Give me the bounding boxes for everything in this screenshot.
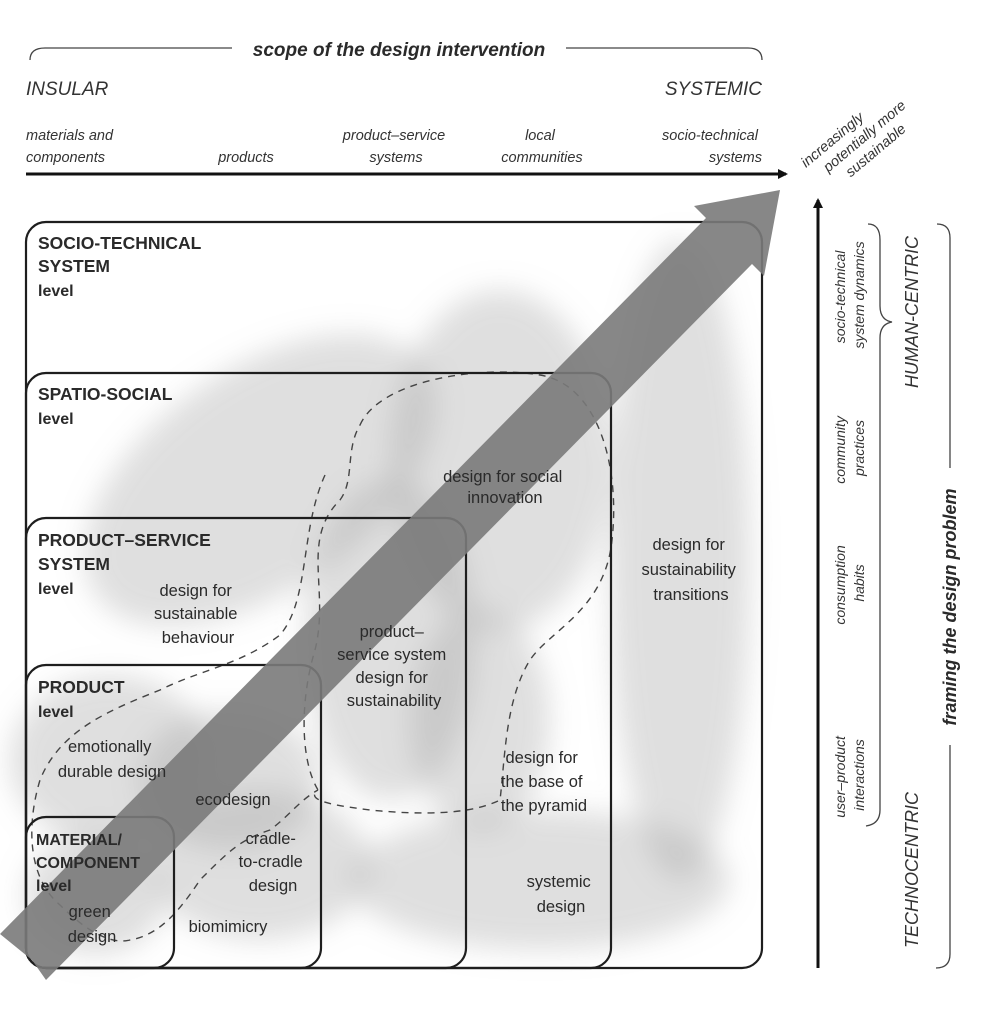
scope-bracket (29, 47, 763, 61)
scope-title: scope of the design intervention (253, 40, 545, 61)
label-spatio-social-level: SPATIO-SOCIAL level (38, 384, 177, 428)
framing-level-community: community practices (832, 412, 867, 484)
approach-base-pyramid: design for the base of the pyramid (501, 749, 587, 815)
label-material-level: MATERIAL/ COMPONENT level (36, 832, 144, 895)
framing-level-user-product: user–product interactions (832, 732, 867, 818)
sustainability-arrow (0, 190, 780, 980)
framing-levels: user–product interactions consumption ha… (832, 241, 867, 817)
scope-level-pss: product–service systems (342, 128, 449, 166)
label-product-level: PRODUCT level (38, 677, 129, 721)
approach-cradle: cradle- to-cradle design (239, 830, 308, 895)
diagonal-label: increasingly potentially more sustainabl… (798, 98, 909, 181)
dashed-outline-social-innovation (303, 371, 615, 814)
label-pss-level: PRODUCT–SERVICE SYSTEM level (38, 530, 216, 598)
dashed-outline-behaviour (31, 474, 326, 942)
approach-green: green design (68, 903, 117, 946)
box-product-level (24, 663, 323, 970)
approach-biomimicry: biomimicry (189, 918, 269, 936)
scope-level-products: products (217, 150, 274, 166)
framing-technocentric: TECHNOCENTRIC (902, 791, 922, 948)
label-socio-technical-level: SOCIO-TECHNICAL SYSTEM level (38, 233, 206, 300)
framing-level-socio-technical: socio-technical system dynamics (832, 241, 867, 348)
approach-behaviour: design for sustainable behaviour (154, 582, 242, 647)
framing-brace (865, 223, 893, 827)
framing-outer-bracket-bottom (935, 745, 951, 969)
scope-level-socio-technical: socio-technical systems (662, 128, 762, 166)
box-material-level (24, 815, 176, 970)
framing-title: framing the design problem (940, 488, 960, 725)
scope-levels: materials and components products produc… (26, 128, 762, 166)
approach-systemic: systemic design (527, 873, 596, 916)
approach-pss-design: product– service system design for susta… (337, 623, 451, 710)
scope-level-communities: local communities (501, 128, 582, 166)
scope-level-materials: materials and components (26, 128, 117, 166)
scope-right-label: SYSTEMIC (665, 79, 762, 100)
approach-emotional: emotionally durable design (58, 738, 166, 781)
framing-outer-bracket (936, 223, 951, 468)
approach-transitions: design for sustainability transitions (641, 536, 740, 604)
approach-ecodesign: ecodesign (195, 791, 270, 809)
framing-level-consumption: consumption habits (832, 541, 867, 624)
framing-human-centric: HUMAN-CENTRIC (902, 235, 922, 388)
approach-social-innovation: design for social innovation (443, 468, 567, 507)
scope-left-label: INSULAR (26, 79, 109, 100)
